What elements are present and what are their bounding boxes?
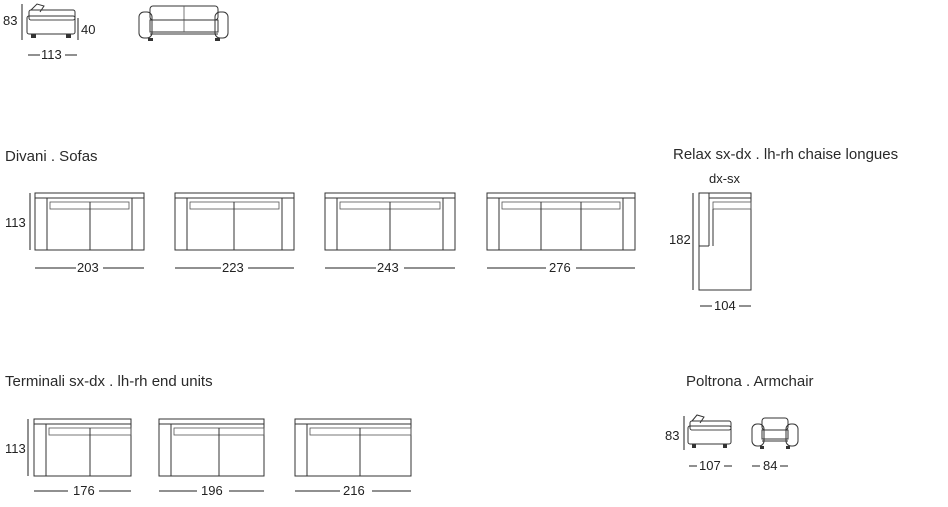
end-unit-216: 216 [294, 418, 412, 498]
end-units-heading: Terminali sx-dx . lh-rh end units [5, 373, 213, 390]
armchair-heading: Poltrona . Armchair [686, 373, 814, 390]
armchair-width-label: 84 [763, 458, 777, 473]
end-units-group: 113 176 196 [5, 418, 412, 498]
end-unit-width-label: 216 [343, 483, 365, 498]
sofa-223: 223 [174, 192, 295, 275]
end-unit-176: 176 [33, 418, 132, 498]
chaise-longue: dx-sx 182 104 [669, 171, 752, 313]
sofas-group: 113 203 [5, 192, 636, 275]
armchair-height-label: 83 [665, 428, 679, 443]
armchair-front-view: 84 [751, 417, 799, 473]
sofa-width-label: 223 [222, 260, 244, 275]
sofa-243: 243 [324, 192, 456, 275]
sofas-heading: Divani . Sofas [5, 148, 98, 165]
armchair-depth-label: 107 [699, 458, 721, 473]
chaise-variant-label: dx-sx [709, 171, 741, 186]
end-unit-width-label: 176 [73, 483, 95, 498]
profile-seat-label: 40 [81, 22, 95, 37]
end-unit-width-label: 196 [201, 483, 223, 498]
end-unit-196: 196 [158, 418, 265, 498]
chaise-heading: Relax sx-dx . lh-rh chaise longues [673, 146, 899, 163]
sofas-depth-label: 113 [5, 215, 26, 230]
sofa-width-label: 243 [377, 260, 399, 275]
profile-depth-label: 113 [41, 47, 62, 62]
chaise-width-label: 104 [714, 298, 736, 313]
sofa-276: 276 [486, 192, 636, 275]
end-units-depth-label: 113 [5, 441, 26, 456]
sofa-width-label: 203 [77, 260, 99, 275]
sofa-203: 203 [34, 192, 145, 275]
sofa-width-label: 276 [549, 260, 571, 275]
chaise-length-label: 182 [669, 232, 691, 247]
profile-height-label: 83 [3, 13, 17, 28]
sofa-side-profile: 83 40 113 [3, 3, 95, 62]
armchair-side-profile: 83 107 [665, 414, 732, 473]
sofa-front-view [138, 5, 229, 41]
